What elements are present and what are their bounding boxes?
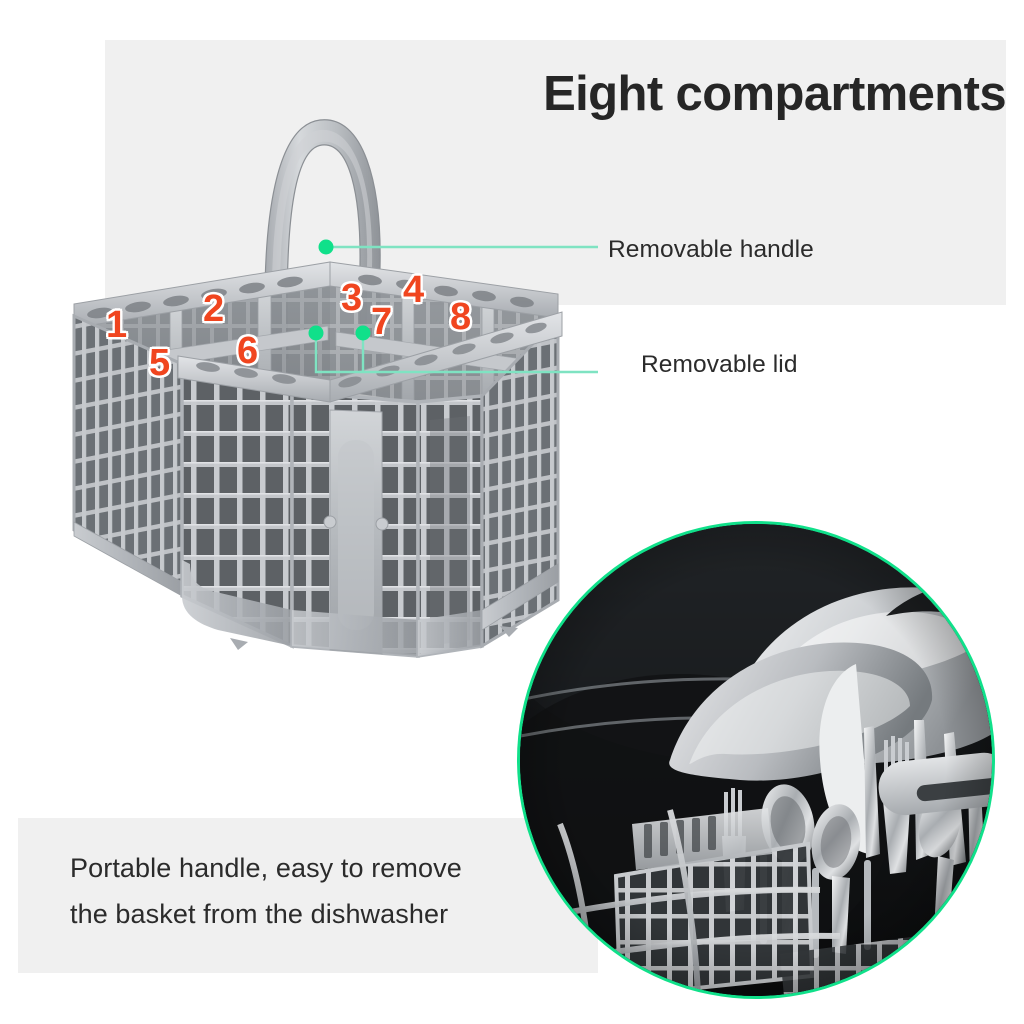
basket-center-front-panel bbox=[290, 390, 420, 658]
compartment-number-3: 3 bbox=[340, 277, 364, 319]
compartment-number-5: 5 bbox=[148, 342, 172, 384]
bottom-caption: Portable handle, easy to remove the bask… bbox=[70, 845, 570, 938]
cutlery-basket-illustration bbox=[72, 119, 563, 659]
dishwasher-photo-inset bbox=[520, 524, 992, 996]
compartment-number-2: 2 bbox=[202, 288, 226, 330]
compartment-number-6: 6 bbox=[236, 330, 260, 372]
compartment-number-4: 4 bbox=[402, 269, 426, 311]
compartment-number-7: 7 bbox=[370, 301, 394, 343]
bottom-background-panel bbox=[18, 818, 598, 973]
compartment-number-1: 1 bbox=[105, 304, 129, 346]
page-title: Eight compartments bbox=[543, 67, 1007, 121]
basket-left-wall bbox=[72, 313, 184, 597]
basket-front-left-wall bbox=[180, 361, 294, 649]
bottom-caption-line-1: Portable handle, easy to remove bbox=[70, 853, 462, 883]
callout-label-removable-lid: Removable lid bbox=[641, 351, 798, 378]
top-background-panel bbox=[105, 40, 1006, 305]
basket-front-right-wall bbox=[416, 394, 484, 659]
compartment-number-8: 8 bbox=[449, 296, 473, 338]
dishwasher-interior-photo bbox=[520, 524, 992, 996]
callout-label-removable-handle: Removable handle bbox=[608, 236, 814, 263]
bottom-caption-line-2: the basket from the dishwasher bbox=[70, 899, 449, 930]
